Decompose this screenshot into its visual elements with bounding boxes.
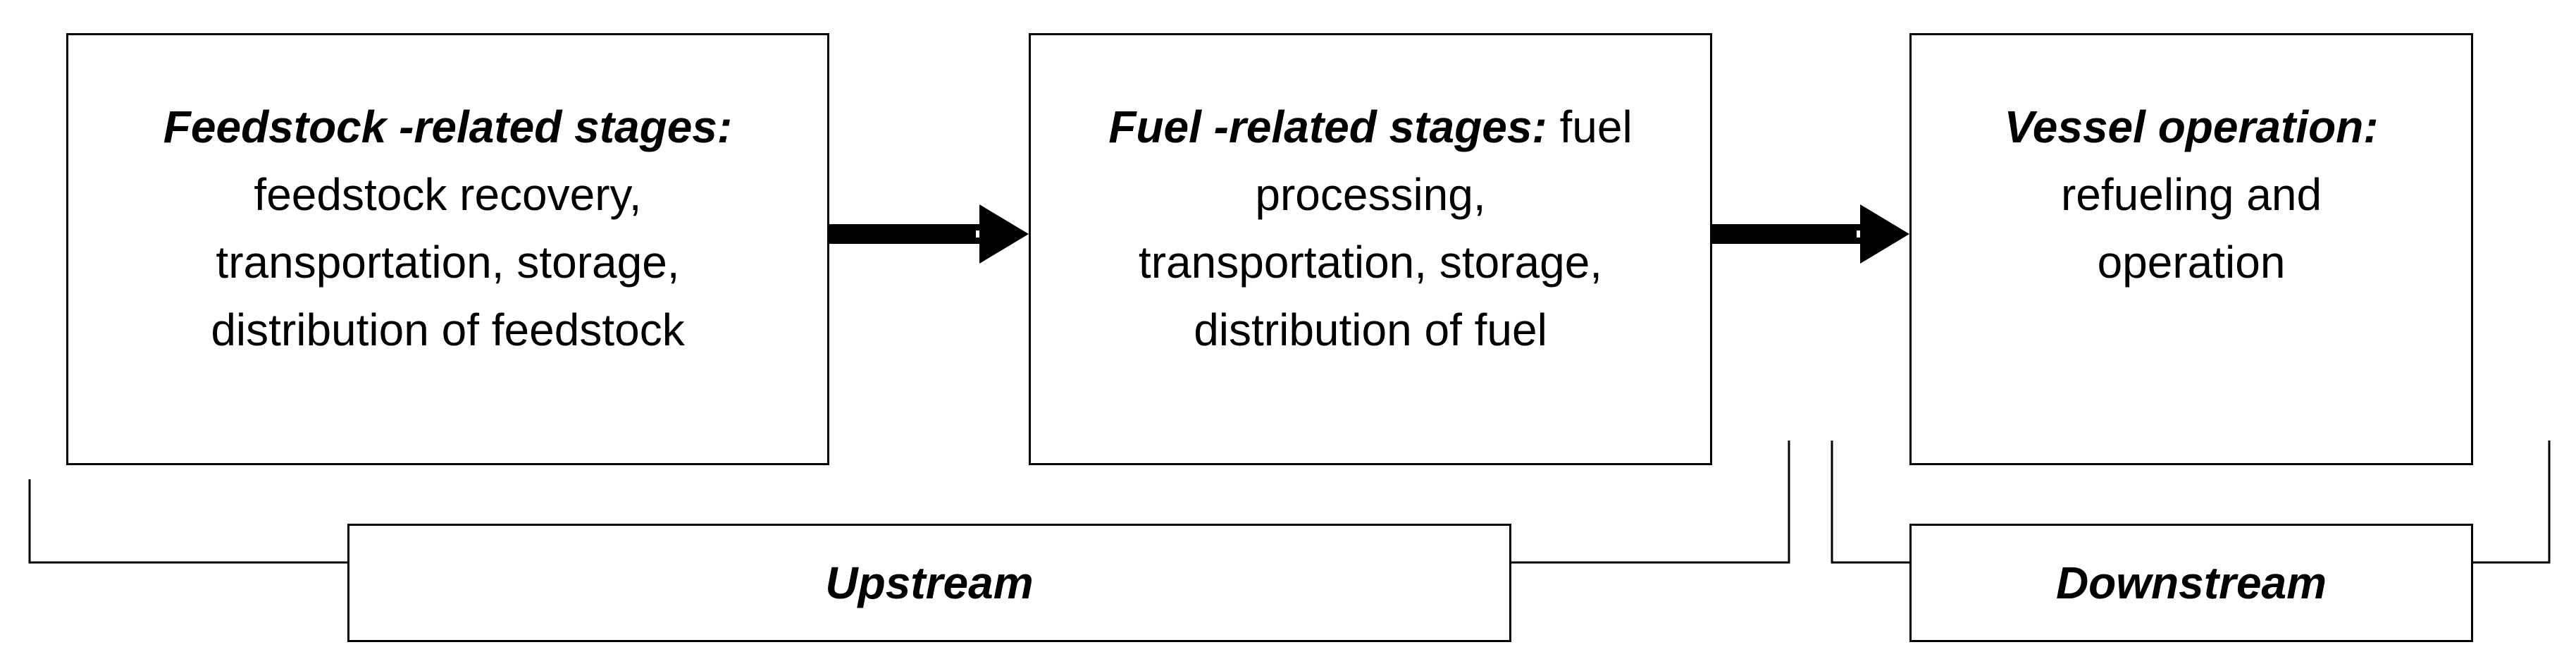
fuel-desc-line: transportation, storage, bbox=[1138, 237, 1603, 288]
vessel-desc-line: refueling and bbox=[2060, 169, 2322, 220]
fuel-desc-line: processing, bbox=[1255, 169, 1486, 220]
downstream-label: Downstream bbox=[1909, 524, 2473, 642]
fuel-desc-line: distribution of fuel bbox=[1194, 304, 1547, 355]
feedstock-desc-line: transportation, storage, bbox=[216, 237, 680, 288]
arrow-fuel-to-vessel bbox=[1712, 204, 1909, 264]
feedstock-stages-box: Feedstock -related stages: feedstock rec… bbox=[66, 33, 829, 465]
fuel-stages-heading: Fuel -related stages: bbox=[1108, 101, 1547, 152]
vessel-operation-box: Vessel operation: refueling and operatio… bbox=[1909, 33, 2473, 465]
fuel-desc-word: fuel bbox=[1559, 101, 1633, 152]
downstream-bracket bbox=[1831, 441, 2551, 564]
feedstock-desc-line: distribution of feedstock bbox=[211, 304, 685, 355]
vessel-operation-heading: Vessel operation: bbox=[2004, 101, 2379, 152]
arrow-feedstock-to-fuel bbox=[829, 204, 1029, 264]
upstream-label: Upstream bbox=[347, 524, 1511, 642]
upstream-bracket bbox=[28, 441, 1790, 564]
vessel-desc-line: operation bbox=[2097, 237, 2286, 288]
feedstock-desc-line: feedstock recovery, bbox=[254, 169, 642, 220]
feedstock-stages-heading: Feedstock -related stages: bbox=[163, 101, 733, 152]
fuel-stages-box: Fuel -related stages: fuel processing, t… bbox=[1029, 33, 1712, 465]
